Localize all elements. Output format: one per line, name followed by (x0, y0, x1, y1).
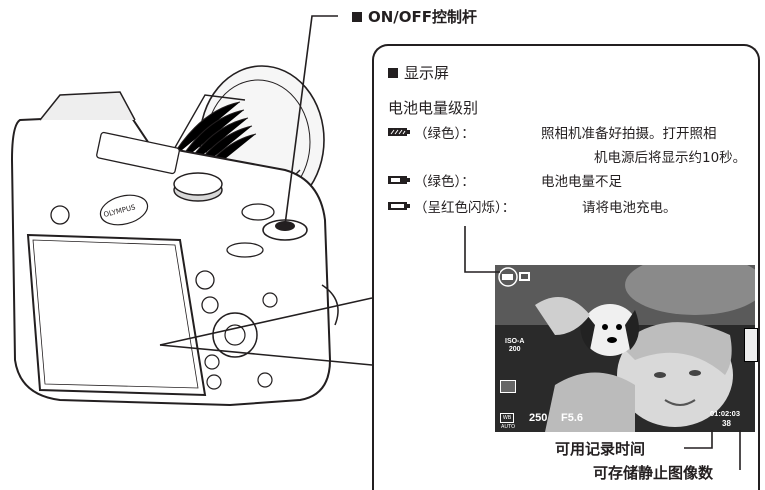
screen-photo (495, 265, 755, 432)
battery-row-full: （绿色）： (388, 122, 475, 142)
on-off-lever-label: ON/OFF控制杆 (352, 6, 477, 27)
osd-wb-icon: WB AUTO (500, 413, 516, 430)
battery-row-low: （绿色）： (388, 170, 475, 190)
display-section-text: 显示屏 (404, 64, 450, 82)
osd-drive-mode-icon (500, 380, 516, 393)
display-section-title: 显示屏 (388, 62, 449, 83)
battery-full-icon (388, 128, 410, 136)
caption-storable-images: 可存储静止图像数 (593, 464, 714, 482)
battery-full-desc: 照相机准备好拍摄。打开照相 (541, 126, 717, 142)
osd-recording-time: 01:02:03 (710, 409, 741, 418)
square-bullet-icon (388, 67, 398, 78)
battery-low-desc: 电池电量不足 (541, 174, 622, 190)
osd-shutter-speed: 250 (529, 412, 548, 424)
square-bullet-icon (352, 11, 362, 22)
on-off-lever-text: ON/OFF控制杆 (368, 8, 478, 26)
osd-iso-value: 200 (508, 346, 521, 353)
lcd-screen-preview: ISO-A 200 WB AUTO 250 F5.6 01:02:03 38 (495, 265, 755, 432)
battery-full-desc-2: 机电源后将显示约10秒。 (594, 150, 747, 166)
screen-side-tab (744, 328, 758, 362)
osd-iso-label: ISO-A (505, 338, 525, 345)
battery-row-empty: （呈红色闪烁）： (388, 196, 515, 216)
osd-aperture: F5.6 (561, 412, 584, 424)
osd-iso: ISO-A 200 (505, 338, 524, 354)
battery-low-icon (388, 176, 410, 184)
battery-empty-icon (388, 202, 410, 210)
caption-recording-time: 可用记录时间 (555, 440, 646, 458)
battery-empty-status: （呈红色闪烁）： (414, 200, 516, 216)
camera-illustration: OLYMPUS (10, 65, 339, 407)
battery-empty-desc: 请将电池充电。 (582, 200, 677, 216)
battery-full-status: （绿色）： (414, 126, 475, 142)
battery-level-title: 电池电量级别 (388, 99, 479, 117)
osd-frames-remaining: 38 (722, 419, 731, 428)
battery-low-status: （绿色）： (414, 174, 475, 190)
